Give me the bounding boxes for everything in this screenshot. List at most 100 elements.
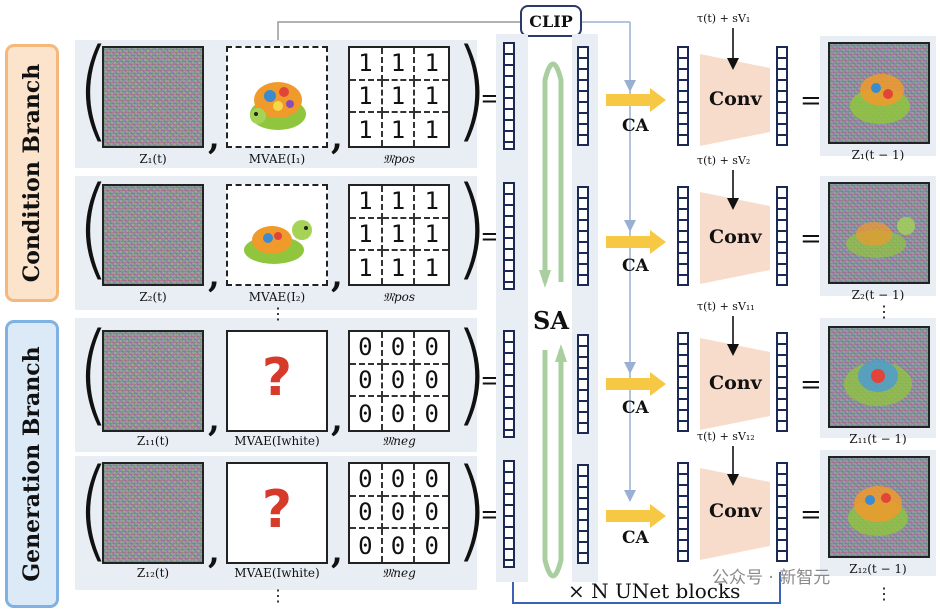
sa-loop-bottom: [542, 350, 564, 579]
mvae-label: MVAE(I₁): [248, 152, 306, 166]
token-vector: [503, 330, 515, 438]
token-vector: [577, 464, 589, 564]
equals: =: [800, 86, 822, 116]
question-mark-icon: ?: [261, 348, 293, 408]
conv-label: Conv: [709, 372, 762, 394]
clip-arrow-3: [624, 362, 636, 374]
comma: ,: [208, 532, 220, 572]
noise-latent: [102, 184, 204, 286]
token-vector: [577, 186, 589, 286]
clip-input-line: [277, 21, 520, 46]
noise-latent: [102, 330, 204, 432]
comma: ,: [208, 118, 220, 158]
denoised-latent-12: [828, 456, 930, 558]
token-vector: [776, 332, 788, 432]
conv-label: Conv: [709, 88, 762, 110]
turtle-toy-icon: [850, 74, 910, 124]
ellipsis: ⋮: [270, 586, 286, 605]
close-paren: ): [454, 309, 489, 437]
generation-branch-label: Generation Branch: [5, 320, 59, 608]
token-vector: [577, 334, 589, 434]
watermark: 公众号 · 新智元: [712, 568, 831, 588]
cross-attention-label: CA: [622, 528, 649, 548]
condition-image-2: [226, 184, 328, 286]
clip-arrow-1: [624, 80, 636, 92]
conv-label: Conv: [709, 500, 762, 522]
output-label: Z₁₂(t − 1): [849, 562, 907, 576]
mvae-label: MVAE(I₂): [248, 290, 306, 304]
turtle-toy-icon: [244, 220, 312, 264]
timestep-embedding-label: τ(t) + sV₁₁: [697, 300, 755, 313]
clip-arrow-4: [624, 490, 636, 502]
mask-label: 𝔐pos: [382, 152, 416, 166]
close-paren: ): [454, 445, 489, 573]
token-vector: [503, 460, 515, 568]
mvae-label: MVAE(Iwhite): [234, 566, 320, 580]
condition-image-1: [226, 46, 328, 148]
white-image-2: ?: [226, 462, 328, 564]
cross-attention-label: CA: [622, 256, 649, 276]
equals: =: [800, 500, 822, 530]
z-label: Z₁(t): [139, 152, 167, 166]
comma: ,: [331, 400, 343, 440]
timestep-embedding-label: τ(t) + sV₂: [697, 154, 751, 167]
denoised-latent-11: [828, 326, 930, 428]
token-vector: [503, 42, 515, 150]
token-vector: [503, 182, 515, 290]
equals: =: [800, 224, 822, 254]
token-vector: [577, 46, 589, 146]
conv-blocks: [700, 54, 770, 560]
mvae-label: MVAE(Iwhite): [234, 434, 320, 448]
mask-label: 𝔐pos: [382, 290, 416, 304]
self-attention-label: SA: [533, 306, 569, 335]
turtle-toy-icon: [250, 82, 306, 130]
cross-attention-label: CA: [622, 398, 649, 418]
token-vector: [776, 46, 788, 146]
z-label: Z₂(t): [139, 290, 167, 304]
token-vector: [677, 462, 689, 562]
white-image-1: ?: [226, 330, 328, 432]
z-label: Z₁₂(t): [136, 566, 170, 580]
unet-loop: [512, 572, 781, 604]
ellipsis: ⋮: [876, 302, 892, 321]
conv-label: Conv: [709, 226, 762, 248]
cross-attention-label: CA: [622, 116, 649, 136]
unet-blocks-label: × N UNet blocks: [568, 579, 741, 603]
turtle-toy-icon: [848, 486, 908, 536]
mask-label: 𝔐neg: [382, 434, 416, 448]
condition-branch-label: Condition Branch: [5, 44, 59, 302]
timestep-embedding-label: τ(t) + sV₁₂: [697, 430, 755, 443]
token-vector: [776, 462, 788, 562]
token-vector: [677, 186, 689, 286]
comma: ,: [208, 256, 220, 296]
comma: ,: [331, 256, 343, 296]
noise-latent: [102, 462, 204, 564]
turtle-toy-icon: [846, 217, 915, 258]
turtle-toy-icon: [844, 360, 912, 406]
token-vector: [776, 186, 788, 286]
z-label: Z₁₁(t): [136, 434, 170, 448]
denoised-latent-2: [828, 182, 930, 284]
output-label: Z₁₁(t − 1): [849, 432, 907, 446]
comma: ,: [331, 118, 343, 158]
equals: =: [800, 370, 822, 400]
output-label: Z₂(t − 1): [851, 288, 905, 302]
comma: ,: [208, 400, 220, 440]
token-vector: [677, 332, 689, 432]
ca-arrows: [606, 88, 666, 528]
noise-latent: [102, 46, 204, 148]
output-label: Z₁(t − 1): [851, 148, 905, 162]
question-mark-icon: ?: [261, 480, 293, 540]
clip-box: CLIP: [520, 5, 582, 37]
close-paren: ): [454, 163, 489, 291]
ellipsis: ⋮: [876, 584, 892, 603]
ellipsis: ⋮: [270, 304, 286, 323]
sa-loop-top: [542, 61, 564, 282]
close-paren: ): [454, 25, 489, 153]
clip-arrow-2: [624, 220, 636, 232]
denoised-latent-1: [828, 42, 930, 144]
